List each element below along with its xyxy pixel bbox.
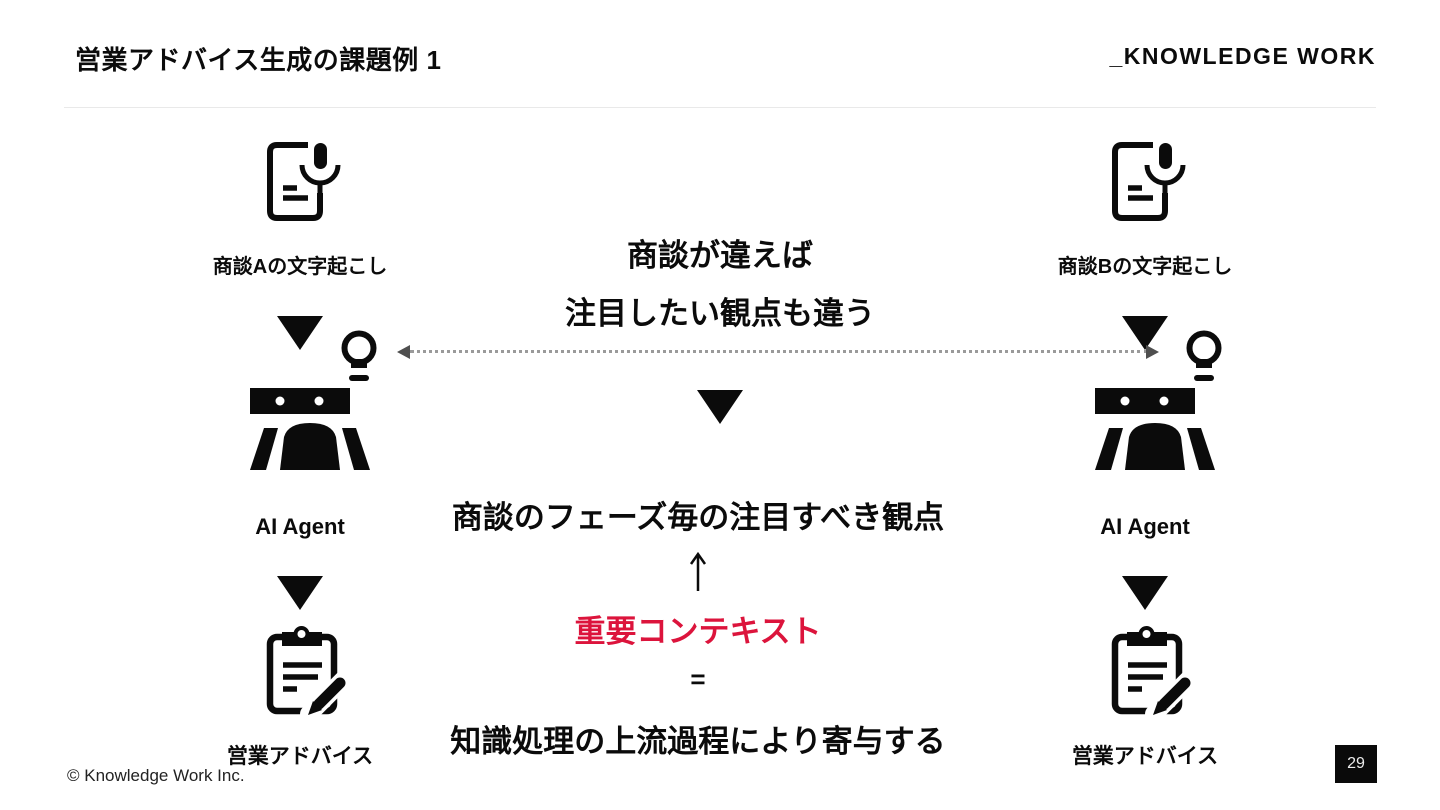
clipboard-pencil-icon (1098, 626, 1193, 721)
page-number-badge: 29 (1335, 745, 1377, 783)
key-context-text: 重要コンテキスト (574, 614, 822, 649)
equals-sign: = (690, 664, 706, 694)
right-agent-label: AI Agent (1100, 514, 1190, 539)
up-arrow-icon (688, 550, 708, 592)
headline-line2: 注目したい観点も違う (565, 296, 875, 331)
left-source-label: 商談Aの文字起こし (212, 256, 388, 278)
knowledge-work-logo: _KNOWLEDGE WORK (1109, 43, 1376, 69)
left-output-label: 営業アドバイス (226, 745, 374, 768)
robot-lightbulb-icon (240, 325, 380, 475)
right-source-label: 商談Bの文字起こし (1057, 256, 1233, 278)
phase-viewpoint-text: 商談のフェーズ毎の注目すべき観点 (451, 500, 945, 535)
copyright-text: © Knowledge Work Inc. (67, 766, 245, 785)
clipboard-pencil-icon (253, 626, 348, 721)
left-agent-label: AI Agent (255, 514, 345, 539)
transcript-mic-icon (1100, 135, 1190, 225)
conclusion-text: 知識処理の上流過程により寄与する (450, 724, 946, 759)
robot-lightbulb-icon (1085, 325, 1225, 475)
down-triangle-icon (1122, 316, 1168, 350)
header-divider (64, 107, 1376, 108)
arrowhead-right-icon (1146, 345, 1159, 359)
right-output-label: 営業アドバイス (1071, 745, 1219, 768)
page-title: 営業アドバイス生成の課題例 1 (75, 45, 442, 75)
double-arrow-dotted-line (410, 350, 1148, 353)
down-triangle-icon (277, 316, 323, 350)
arrowhead-left-icon (397, 345, 410, 359)
headline-line1: 商談が違えば (627, 238, 813, 273)
down-triangle-icon (1122, 576, 1168, 610)
down-triangle-icon (277, 576, 323, 610)
transcript-mic-icon (255, 135, 345, 225)
down-triangle-icon (697, 390, 743, 424)
page-number: 29 (1347, 755, 1365, 772)
